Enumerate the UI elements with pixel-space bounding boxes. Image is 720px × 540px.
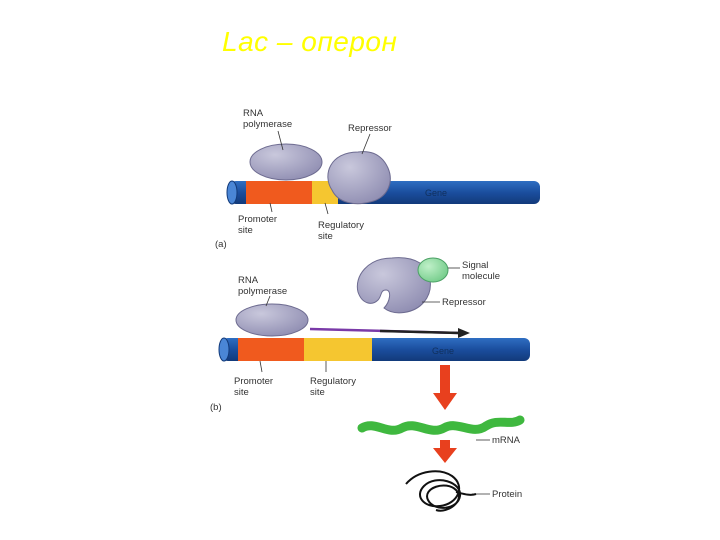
pointer-line <box>259 360 263 373</box>
promoter-site-label-a-1: Promoter <box>238 214 277 225</box>
rna-polymerase-label-a-2: polymerase <box>243 119 292 130</box>
down-arrow-icon <box>433 440 457 463</box>
slide-title: Lac – оперон <box>222 26 398 57</box>
rna-polymerase-shape-b <box>235 303 309 337</box>
repressor-label-b: Repressor <box>442 297 486 308</box>
rna-polymerase-shape-a <box>249 143 323 181</box>
pointer-line <box>324 202 329 215</box>
panel-a-tag: (a) <box>215 239 227 250</box>
signal-molecule-label-2: molecule <box>462 271 500 282</box>
mrna-label: mRNA <box>492 435 521 446</box>
regulatory-segment-b <box>304 338 372 361</box>
promoter-site-label-a-2: site <box>238 225 253 236</box>
mrna-strand <box>357 415 525 435</box>
pointer-line <box>265 295 271 307</box>
regulatory-site-label-a-2: site <box>318 231 333 242</box>
repressor-shape-a <box>327 151 391 205</box>
promoter-site-label-b-2: site <box>234 387 249 398</box>
rna-polymerase-label-b-2: polymerase <box>238 286 287 297</box>
panel-a: RNA polymerase Repressor Gene Promoter s… <box>215 108 540 250</box>
panel-b: RNA polymerase Signal molecule Repressor… <box>210 257 530 512</box>
promoter-segment-a <box>246 181 312 204</box>
rna-polymerase-label-a-1: RNA <box>243 108 264 119</box>
signal-molecule-shape <box>417 257 449 283</box>
regulatory-site-label-b-1: Regulatory <box>310 376 356 387</box>
gene-label-a: Gene <box>425 188 447 198</box>
rna-polymerase-label-b-1: RNA <box>238 275 259 286</box>
down-arrow-icon <box>433 365 457 410</box>
protein-label: Protein <box>492 489 522 500</box>
transcription-arrow <box>309 327 470 338</box>
promoter-segment-b <box>238 338 304 361</box>
protein-squiggle <box>405 470 477 512</box>
panel-b-tag: (b) <box>210 402 222 413</box>
signal-molecule-label-1: Signal <box>462 260 488 271</box>
pointer-line <box>361 133 371 155</box>
pointer-line <box>269 202 273 213</box>
regulatory-site-label-b-2: site <box>310 387 325 398</box>
repressor-label-a: Repressor <box>348 123 392 134</box>
regulatory-site-label-a-1: Regulatory <box>318 220 364 231</box>
promoter-site-label-b-1: Promoter <box>234 376 273 387</box>
pointer-line <box>277 130 284 151</box>
gene-label-b: Gene <box>432 346 454 356</box>
